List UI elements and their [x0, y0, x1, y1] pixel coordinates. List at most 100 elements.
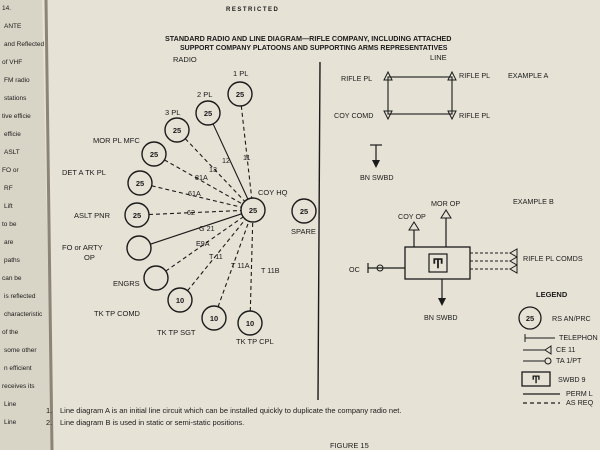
example-b-node-coy-op: COY OP	[398, 212, 426, 221]
left-page-fragment: can be	[2, 275, 22, 282]
left-page-fragment: characteristic	[4, 311, 43, 318]
line-example-b: EXAMPLE B COY OP MOR OP OC RIFLE PL COMD…	[349, 197, 583, 322]
coy-hq-label: COY HQ	[258, 188, 288, 197]
page-gutter	[44, 0, 54, 450]
rifle-pl-phone-icon	[508, 256, 518, 266]
legend-radio-label: RS AN/PRC	[552, 314, 591, 323]
left-page-fragment: stations	[4, 95, 27, 102]
radio-link-det-a-tk-pl	[151, 185, 242, 208]
legend-ce11-phone-icon	[544, 345, 552, 355]
example-a-phone-icon	[447, 70, 457, 81]
left-page-fragment: and Reflected	[4, 41, 44, 48]
example-a-circuit	[387, 76, 453, 115]
left-page-fragment: RF	[4, 185, 13, 192]
left-page-fragment: of VHF	[2, 59, 22, 66]
radio-station-label-det-a-tk-pl: DET A TK PL	[62, 168, 106, 177]
example-b-node-oc: OC	[349, 265, 360, 274]
radio-link-tk-tp-comd	[187, 218, 246, 292]
radio-station-label-2-pl: 2 PL	[197, 90, 212, 99]
radio-link-label-aslt-pnr: 62	[187, 208, 195, 217]
example-b-node-mor-op: MOR OP	[431, 199, 460, 208]
radio-station-tk-tp-sgt	[201, 305, 227, 331]
line-example-a: EXAMPLE A RIFLE PL RIFLE PL COY COMD RIF…	[334, 70, 549, 182]
legend-telephone-label: TELEPHON	[559, 333, 598, 342]
radio-station-2-pl	[195, 100, 221, 126]
example-a-switchboard: BN SWBD	[360, 173, 394, 182]
notes: 1. Line diagram A is an initial line cir…	[46, 406, 401, 450]
rifle-pl-phone-icon	[508, 264, 518, 274]
left-page-fragment: are	[4, 239, 14, 246]
coy-hq-station: 25 COY HQ	[240, 188, 288, 223]
radio-station-value-tk-tp-sgt: 10	[210, 314, 218, 323]
radio-section-label: RADIO	[173, 55, 197, 64]
radio-link-label-fo-or-arty-op: G 21	[199, 224, 215, 233]
left-page-fragment: receives its	[2, 383, 35, 390]
legend-radio-value: 25	[526, 314, 534, 323]
radio-station-value-aslt-pnr: 25	[133, 211, 141, 220]
radio-station-aslt-pnr	[124, 202, 150, 228]
radio-link-fo-or-arty-op	[150, 213, 242, 245]
example-b-node-bn-swbd: BN SWBD	[424, 313, 458, 322]
swbd-symbol-glyph: Ͳ	[432, 256, 443, 271]
example-b-node-rifle-pl-comds: RIFLE PL COMDS	[523, 254, 583, 263]
legend-ce11-label: CE 11	[556, 345, 575, 354]
radio-link-label-3-pl: 13	[209, 165, 217, 174]
radio-link-label-2-pl: 12	[222, 156, 230, 165]
left-page-fragment: n efficient	[4, 365, 32, 372]
radio-station-value-2-pl: 25	[204, 109, 212, 118]
note-1-number: 1.	[46, 406, 52, 415]
legend-ta1-label: TA 1/PT	[556, 356, 582, 365]
left-page-fragment: Line	[4, 419, 17, 426]
legend-swbd-icon	[521, 371, 551, 387]
bn-swbd-arrow-icon-b	[438, 298, 446, 306]
example-a-node-rifle-pl-right: RIFLE PL	[459, 71, 490, 80]
left-page-fragment: ANTE	[4, 23, 22, 30]
radio-link-tk-tp-cpl	[249, 221, 254, 312]
radio-link-tk-tp-sgt	[217, 221, 250, 307]
rifle-pl-phone-icon	[508, 248, 518, 258]
legend-title: LEGEND	[536, 290, 568, 299]
example-a-phone-icon	[383, 110, 393, 121]
example-a-node-coy-comd: COY COMD	[334, 111, 373, 120]
radio-link-label-tk-tp-comd: T 11	[209, 252, 223, 261]
radio-link-label-mor-pl-mfc: 81A	[195, 173, 208, 182]
left-page-fragment: FO or	[2, 167, 19, 174]
example-b-label: EXAMPLE B	[513, 197, 554, 206]
radio-link-2-pl	[212, 123, 249, 200]
radio-link-engrs	[165, 216, 244, 272]
example-a-node-rifle-pl-lower: RIFLE PL	[459, 111, 490, 120]
legend-radio-icon	[518, 306, 542, 330]
radio-station-label-mor-pl-mfc: MOR PL MFC	[93, 136, 140, 145]
left-page	[0, 0, 52, 450]
radio-station-label-fo-or-arty-op: OP	[84, 253, 95, 262]
left-page-fragment: some other	[4, 347, 37, 354]
swbd-box	[404, 246, 471, 280]
radio-station-det-a-tk-pl	[127, 170, 153, 196]
radio-station-fo-or-arty-op	[126, 235, 152, 261]
figure-title-line1: STANDARD RADIO AND LINE DIAGRAM—RIFLE CO…	[165, 34, 451, 43]
coy-hq-circle	[240, 197, 266, 223]
example-a-phone-icon	[383, 70, 393, 81]
bn-swbd-arrow-icon	[372, 160, 380, 168]
note-1-text: Line diagram A is an initial line circui…	[60, 406, 401, 415]
left-page-fragment: efficie	[4, 131, 21, 138]
left-page-fragment: 14.	[2, 5, 11, 12]
radio-link-label-engrs: E9A	[196, 239, 210, 248]
radio-station-tk-tp-cpl	[237, 310, 263, 336]
example-a-node-rifle-pl-left: RIFLE PL	[341, 74, 372, 83]
radio-station-value-mor-pl-mfc: 25	[150, 150, 158, 159]
radio-station-value-1-pl: 25	[236, 90, 244, 99]
radio-station-engrs	[143, 265, 169, 291]
radio-station-label-tk-tp-comd: TK TP COMD	[94, 309, 141, 318]
example-a-phone-icon	[447, 110, 457, 121]
left-page-fragment: paths	[4, 257, 21, 264]
radio-link-mor-pl-mfc	[164, 159, 243, 205]
radio-link-label-det-a-tk-pl: 61A	[188, 189, 201, 198]
right-page	[42, 0, 600, 450]
spare-station: 25 SPARE	[291, 198, 317, 236]
section-divider	[317, 61, 321, 401]
